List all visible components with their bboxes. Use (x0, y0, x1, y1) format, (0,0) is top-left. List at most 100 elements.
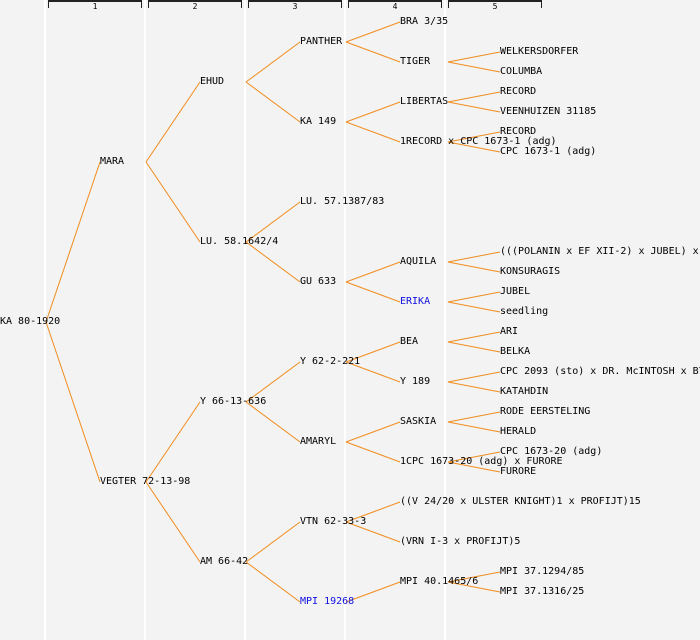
connector-line (447, 251, 501, 263)
pedigree-node: BEA (400, 336, 419, 347)
connector-line (345, 261, 401, 283)
connector-line (245, 81, 301, 123)
pedigree-node: MARA (100, 156, 125, 167)
connector-line (345, 121, 401, 143)
connector-line (447, 301, 501, 313)
pedigree-node: SASKIA (400, 416, 437, 427)
pedigree-node: FURORE (500, 466, 537, 477)
connector-line (245, 41, 301, 83)
connector-line (345, 101, 401, 123)
connector-line (345, 41, 401, 63)
generation-number: 1 (92, 2, 98, 11)
pedigree-node: VEENHUIZEN 31185 (500, 106, 597, 117)
connector-line (345, 521, 401, 543)
generation-number: 5 (492, 2, 498, 11)
column-divider (444, 0, 446, 640)
column-divider (144, 0, 146, 640)
connector-line (447, 451, 501, 463)
pedigree-node: ARI (500, 326, 519, 337)
connector-line (145, 481, 201, 563)
connector-line (447, 371, 501, 383)
connector-line (447, 381, 501, 393)
connector-line (447, 131, 501, 143)
pedigree-node: RODE EERSTELING (500, 406, 591, 417)
pedigree-node: EHUD (200, 76, 225, 87)
connector-line (245, 361, 301, 403)
generation-header: 1 (48, 0, 142, 11)
connector-line (245, 201, 301, 243)
pedigree-node: KA 149 (300, 116, 337, 127)
connector-line (447, 581, 501, 593)
connector-line (345, 581, 401, 603)
generation-header: 5 (448, 0, 542, 11)
connector-line (245, 521, 301, 563)
pedigree-node: BELKA (500, 346, 531, 357)
generation-number: 2 (192, 2, 198, 11)
pedigree-node: AQUILA (400, 256, 437, 267)
connector-line (447, 61, 501, 73)
connector-line (447, 411, 501, 423)
column-divider (244, 0, 246, 640)
pedigree-node: seedling (500, 306, 549, 317)
connector-line (447, 91, 501, 103)
pedigree-node: PANTHER (300, 36, 343, 47)
pedigree-node: MPI 37.1316/25 (500, 586, 585, 597)
pedigree-node: AM 66-42 (200, 556, 249, 567)
pedigree-node: CPC 1673-1 (adg) (500, 146, 597, 157)
connector-line (447, 51, 501, 63)
pedigree-node: MPI 37.1294/85 (500, 566, 585, 577)
pedigree-node: Y 62-2-221 (300, 356, 361, 367)
pedigree-node: ((V 24/20 x ULSTER KNIGHT)1 x PROFIJT)15 (400, 496, 641, 507)
connector-line (447, 461, 501, 473)
pedigree-node: LU. 58.1642/4 (200, 236, 279, 247)
pedigree-node: WELKERSDORFER (500, 46, 579, 57)
pedigree-node-link[interactable]: MPI 19268 (300, 596, 355, 607)
connector-line (345, 21, 401, 43)
connector-line (447, 571, 501, 583)
connector-line (447, 141, 501, 153)
pedigree-node: AMARYL (300, 436, 337, 447)
pedigree-node: 1CPC 1673-20 (adg) x FURORE (400, 456, 563, 467)
pedigree-node: Y 189 (400, 376, 431, 387)
pedigree-node: KA 80-1920 (0, 316, 61, 327)
pedigree-node: RECORD (500, 86, 537, 97)
connector-line (345, 281, 401, 303)
pedigree-node: KATAHDIN (500, 386, 549, 397)
pedigree-node: BRA 3/35 (400, 16, 449, 27)
connector-line (447, 331, 501, 343)
connector-line (345, 361, 401, 383)
connector-line (345, 441, 401, 463)
connector-line (345, 501, 401, 523)
connector-line (447, 291, 501, 303)
connector-line (145, 161, 201, 243)
connector-line (345, 341, 401, 363)
column-divider (344, 0, 346, 640)
pedigree-node: JUBEL (500, 286, 531, 297)
pedigree-node: CPC 2093 (sto) x DR. McINTOSH x B7 (500, 366, 700, 377)
pedigree-node: KONSURAGIS (500, 266, 561, 277)
generation-number: 3 (292, 2, 298, 11)
connector-line (447, 341, 501, 353)
pedigree-node: MPI 40.1465/6 (400, 576, 479, 587)
connector-line (447, 261, 501, 273)
generation-header: 4 (348, 0, 442, 11)
pedigree-node: VEGTER 72-13-98 (100, 476, 191, 487)
connector-line (245, 561, 301, 603)
generation-number: 4 (392, 2, 398, 11)
pedigree-node: RECORD (500, 126, 537, 137)
pedigree-node: GU 633 (300, 276, 337, 287)
pedigree-node: LIBERTAS (400, 96, 449, 107)
pedigree-node: TIGER (400, 56, 431, 67)
pedigree-node: Y 66-13-636 (200, 396, 267, 407)
pedigree-node: LU. 57.1387/83 (300, 196, 385, 207)
pedigree-node: (VRN I-3 x PROFIJT)5 (400, 536, 521, 547)
connector-line (45, 161, 101, 323)
pedigree-node: COLUMBA (500, 66, 543, 77)
generation-header: 3 (248, 0, 342, 11)
pedigree-node: VTN 62-33-3 (300, 516, 367, 527)
pedigree-node: CPC 1673-20 (adg) (500, 446, 603, 457)
pedigree-node-link[interactable]: ERIKA (400, 296, 431, 307)
connector-line (145, 81, 201, 163)
column-divider (44, 0, 46, 640)
